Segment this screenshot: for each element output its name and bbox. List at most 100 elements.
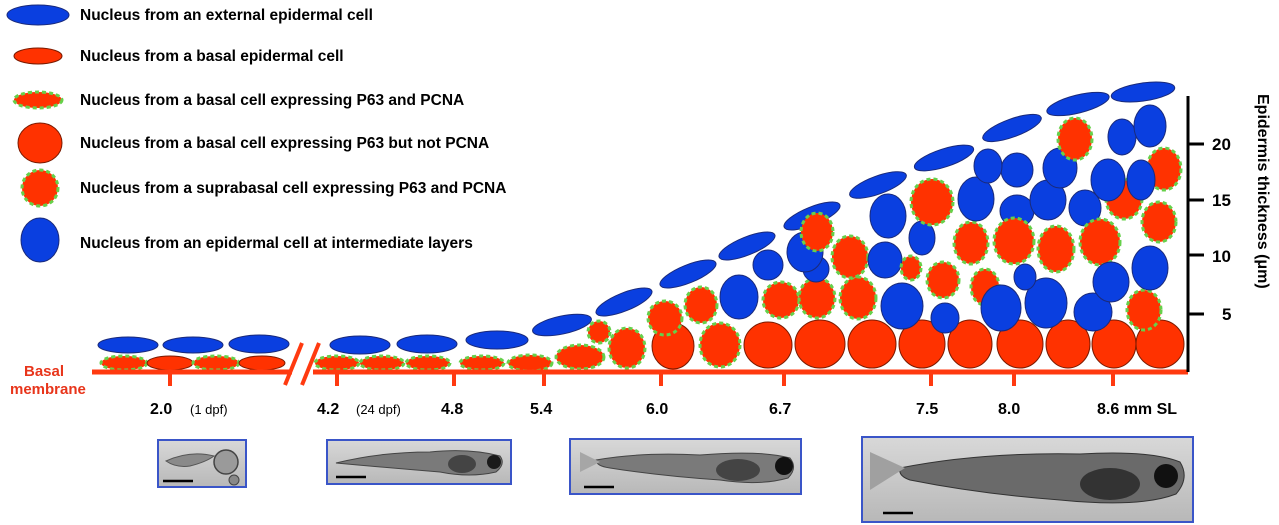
basal-pcna-nucleus [458,354,506,372]
intermediate-nucleus [1073,292,1113,332]
membrane-label: Basal [24,363,64,380]
external-nucleus-icon [6,4,70,26]
suprabasal-nucleus [830,234,870,280]
suprabasal-nucleus [838,275,878,321]
legend-label: Nucleus from a basal cell expressing P63… [80,135,489,152]
p63-nucleus [996,319,1044,369]
basal-membrane: Basal membrane [10,342,1188,398]
suprabasal-nucleus [799,211,835,253]
p63-nucleus [743,321,793,369]
suprabasal-nucleus [683,285,719,325]
legend-label: Nucleus from a suprabasal cell expressin… [80,180,506,197]
intermediate-nucleus [867,241,903,279]
basal-pcna-nucleus [698,321,742,369]
intermediate-nucleus [719,274,759,320]
external-nucleus [162,336,224,354]
p63-nucleus [794,319,846,369]
suprabasal-nucleus [1140,200,1178,244]
fish-photos [157,436,1194,523]
stage-labels: 2.0 (1 dpf) 4.2 (24 dpf) 4.8 5.4 6.0 6.7… [150,401,1177,418]
basal-pcna-nucleus [358,354,406,372]
basal-nucleus [146,355,194,371]
stage-label: 4.8 [441,401,463,418]
legend-label: Nucleus from an epidermal cell at interm… [80,235,473,252]
intermediate-nucleus [1126,159,1156,201]
external-nucleus [396,334,458,354]
axis-tick-label: 5 [1222,305,1231,324]
intermediate-nucleus-icon [20,217,60,263]
suprabasal-nucleus [761,280,801,320]
thickness-axis: 5 10 15 20 Epidermis thickness (μm) [1186,94,1271,372]
larva-photo-large [861,436,1194,523]
stage-label: 4.2 [317,401,339,418]
stage-note: (1 dpf) [190,402,228,417]
stage-label: 6.0 [646,401,668,418]
suprabasal-nucleus [1036,224,1076,274]
external-nucleus [329,335,391,355]
intermediate-nucleus [1090,158,1126,202]
intermediate-nucleus [1107,118,1137,156]
break-mark [300,342,321,386]
external-nucleus [718,231,776,261]
external-nucleus [97,336,159,354]
basal-pcna-nucleus [313,354,361,372]
external-nucleus [228,334,290,354]
larva-photo-small [326,439,512,485]
external-nucleus [465,330,529,350]
stage-note: (24 dpf) [356,402,401,417]
suprabasal-nucleus [952,220,990,266]
legend-label: Nucleus from an external epidermal cell [80,7,373,24]
suprabasal-nucleus [992,216,1036,266]
legend-item-basal: Nucleus from a basal epidermal cell [13,47,344,65]
axis-tick-label: 10 [1212,247,1231,266]
external-nucleus [849,171,907,199]
basal-pcna-nucleus-icon [12,90,64,110]
external-nucleus [1046,91,1110,117]
nuclei-field [97,81,1185,373]
external-nucleus [532,313,592,337]
stage-label: 8.6 mm SL [1097,401,1177,418]
intermediate-nucleus [1092,261,1130,303]
intermediate-nucleus [1013,263,1037,291]
external-nucleus [595,287,653,317]
intermediate-nucleus [1000,152,1034,188]
basal-pcna-nucleus [191,354,241,372]
legend-item-basal-p63: Nucleus from a basal cell expressing P63… [17,122,489,164]
intermediate-nucleus [1024,277,1068,329]
intermediate-nucleus [957,176,995,222]
suprabasal-nucleus [586,319,612,345]
stage-label: 5.4 [530,401,552,418]
intermediate-nucleus [869,193,907,239]
suprabasal-nucleus [925,260,961,300]
intermediate-nucleus [930,302,960,334]
basal-pcna-nucleus [554,343,606,371]
external-nucleus [913,144,975,172]
suprabasal-nucleus [646,299,684,337]
legend-item-external: Nucleus from an external epidermal cell [6,4,373,26]
basal-nucleus-icon [13,47,63,65]
intermediate-nucleus [752,249,784,281]
p63-nucleus [1045,319,1091,369]
intermediate-nucleus [973,148,1003,184]
axis-title: Epidermis thickness (μm) [1254,94,1271,289]
membrane-label: membrane [10,381,86,398]
p63-nucleus [947,319,993,369]
embryo-photo [157,439,247,488]
embryo-icon [164,453,216,467]
larva-photo-medium [569,438,802,495]
stage-ticks [168,372,1115,386]
legend-item-intermediate: Nucleus from an epidermal cell at interm… [20,217,473,263]
stage-label: 2.0 [150,401,172,418]
suprabasal-nucleus [1056,116,1094,162]
suprabasal-nucleus [797,276,837,320]
intermediate-nucleus [980,284,1022,332]
stage-label: 8.0 [998,401,1020,418]
break-mark [283,342,304,386]
basal-nucleus [238,355,286,371]
suprabasal-nucleus-icon [20,168,60,208]
suprabasal-nucleus [1078,217,1122,267]
suprabasal-nucleus [909,177,955,227]
p63-nucleus [847,319,897,369]
basal-pcna-nucleus [404,354,452,372]
